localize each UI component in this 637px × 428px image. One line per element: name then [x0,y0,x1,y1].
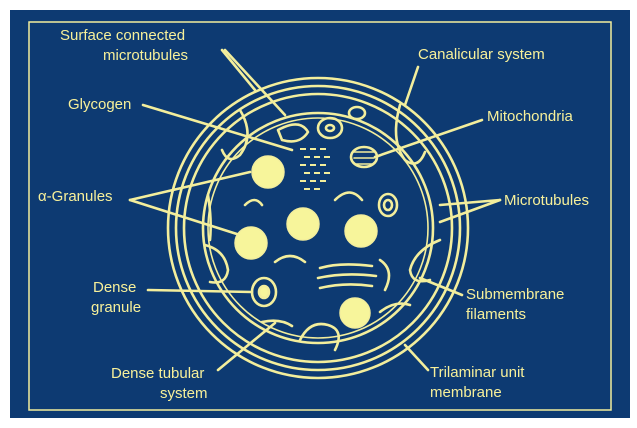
alpha-granule-4 [345,215,377,247]
dense-granule-core [259,286,269,298]
label-dense-tubular-line1: Dense tubular [111,365,204,382]
alpha-granule-5 [340,298,370,328]
background-panel [10,10,630,418]
label-alpha-granules: α-Granules [38,188,113,205]
label-dense-tubular-line2: system [160,385,208,402]
label-submembrane-line1: Submembrane [466,286,564,303]
alpha-granule-2 [235,227,267,259]
label-dense-granule-line1: Dense [93,279,136,296]
label-trilaminar-line2: membrane [430,384,502,401]
label-surface-connected-line1: Surface connected [60,27,185,44]
alpha-granule-1 [252,156,284,188]
label-dense-granule-line2: granule [91,299,141,316]
label-surface-connected-line2: microtubules [103,47,188,64]
label-mitochondria: Mitochondria [487,108,574,125]
label-glycogen: Glycogen [68,96,131,113]
label-microtubules: Microtubules [504,192,589,209]
label-trilaminar-line1: Trilaminar unit [430,364,525,381]
label-canalicular-system: Canalicular system [418,46,545,63]
alpha-granule-3 [287,208,319,240]
label-submembrane-line2: filaments [466,306,526,323]
